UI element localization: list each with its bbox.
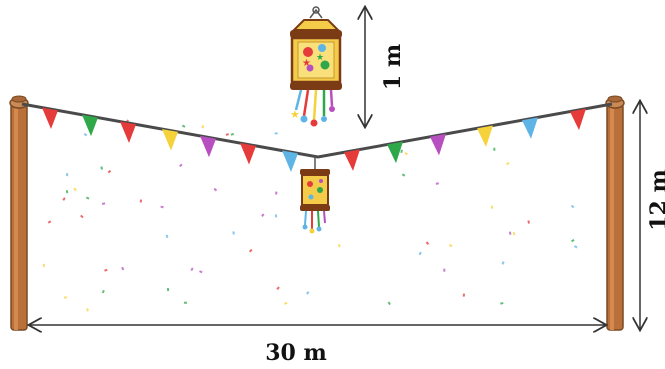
confetti-piece [73, 187, 77, 192]
confetti-piece [573, 245, 578, 249]
confetti-piece [104, 268, 108, 272]
right-pole [605, 95, 625, 331]
confetti-piece [232, 231, 235, 235]
confetti-piece [181, 124, 186, 128]
confetti-piece [527, 220, 531, 224]
confetti-piece [248, 248, 253, 253]
svg-text:★: ★ [316, 53, 324, 63]
confetti-piece [570, 238, 575, 243]
confetti-piece [306, 291, 310, 295]
confetti-piece [501, 261, 505, 265]
confetti-piece [387, 301, 391, 306]
confetti-piece [65, 190, 69, 194]
confetti-piece [435, 182, 439, 185]
confetti-piece [213, 187, 218, 192]
bunting-flag [82, 114, 98, 137]
confetti-piece [261, 213, 265, 217]
span-label: 30 m [265, 340, 327, 366]
confetti-piece [500, 302, 504, 305]
confetti-piece [85, 196, 90, 200]
bunting-flag [430, 133, 446, 156]
bunting-flag [162, 129, 178, 151]
svg-text:★: ★ [302, 58, 311, 69]
confetti-piece [199, 270, 203, 274]
confetti-piece [505, 161, 510, 166]
bunting-flag [120, 121, 136, 143]
confetti-piece [274, 214, 278, 218]
confetti-piece [425, 241, 430, 245]
confetti-piece [462, 293, 466, 297]
confetti-piece [230, 132, 235, 136]
confetti-piece [448, 244, 453, 248]
confetti-piece [80, 214, 84, 219]
confetti-piece [493, 147, 496, 151]
confetti-piece [160, 205, 164, 209]
confetti-piece [165, 234, 169, 239]
confetti-piece [183, 301, 187, 304]
bunting-flag [522, 117, 538, 139]
confetti-decoration [42, 119, 578, 312]
confetti-piece [490, 205, 494, 209]
confetti-piece [443, 268, 446, 272]
confetti-piece [275, 191, 278, 195]
confetti-piece [66, 173, 69, 177]
confetti-piece [86, 308, 89, 312]
confetti-piece [276, 286, 280, 290]
confetti-piece [139, 199, 143, 203]
confetti-piece [570, 204, 575, 209]
lantern-drop-label: 1 m [380, 44, 406, 90]
confetti-piece [404, 152, 408, 156]
bunting-flag [477, 125, 493, 147]
confetti-piece [400, 149, 403, 153]
bunting-flag [344, 149, 360, 171]
confetti-piece [47, 220, 52, 224]
confetti-piece [337, 243, 341, 248]
svg-text:★: ★ [290, 108, 300, 121]
confetti-piece [274, 132, 278, 135]
bunting-flag [387, 141, 403, 164]
confetti-piece [509, 231, 512, 235]
hanging-lantern-top: ★ ★ ★ [290, 6, 342, 127]
pole-height-label: 12 m [646, 169, 665, 231]
bunting-flag [570, 108, 586, 131]
confetti-piece [42, 263, 46, 267]
bunting-flag [240, 143, 256, 165]
bunting-flag [282, 150, 298, 172]
confetti-piece [225, 133, 229, 136]
confetti-piece [121, 266, 125, 271]
bunting-flags [42, 107, 586, 172]
confetti-piece [62, 197, 66, 201]
hanging-lantern-low [300, 157, 330, 234]
rope [21, 102, 613, 159]
confetti-piece [179, 163, 183, 168]
confetti-piece [107, 169, 112, 174]
confetti-piece [418, 251, 422, 256]
confetti-piece [166, 288, 170, 292]
confetti-piece [190, 267, 194, 272]
confetti-piece [83, 133, 88, 137]
confetti-piece [101, 289, 105, 294]
bunting-flag [200, 135, 216, 158]
left-pole [9, 95, 29, 331]
bunting-flag [42, 107, 58, 130]
confetti-piece [100, 166, 103, 170]
confetti-piece [101, 202, 106, 205]
confetti-piece [201, 124, 205, 129]
confetti-piece [512, 232, 516, 236]
confetti-piece [401, 173, 406, 177]
confetti-piece [283, 301, 288, 305]
confetti-piece [63, 296, 67, 299]
